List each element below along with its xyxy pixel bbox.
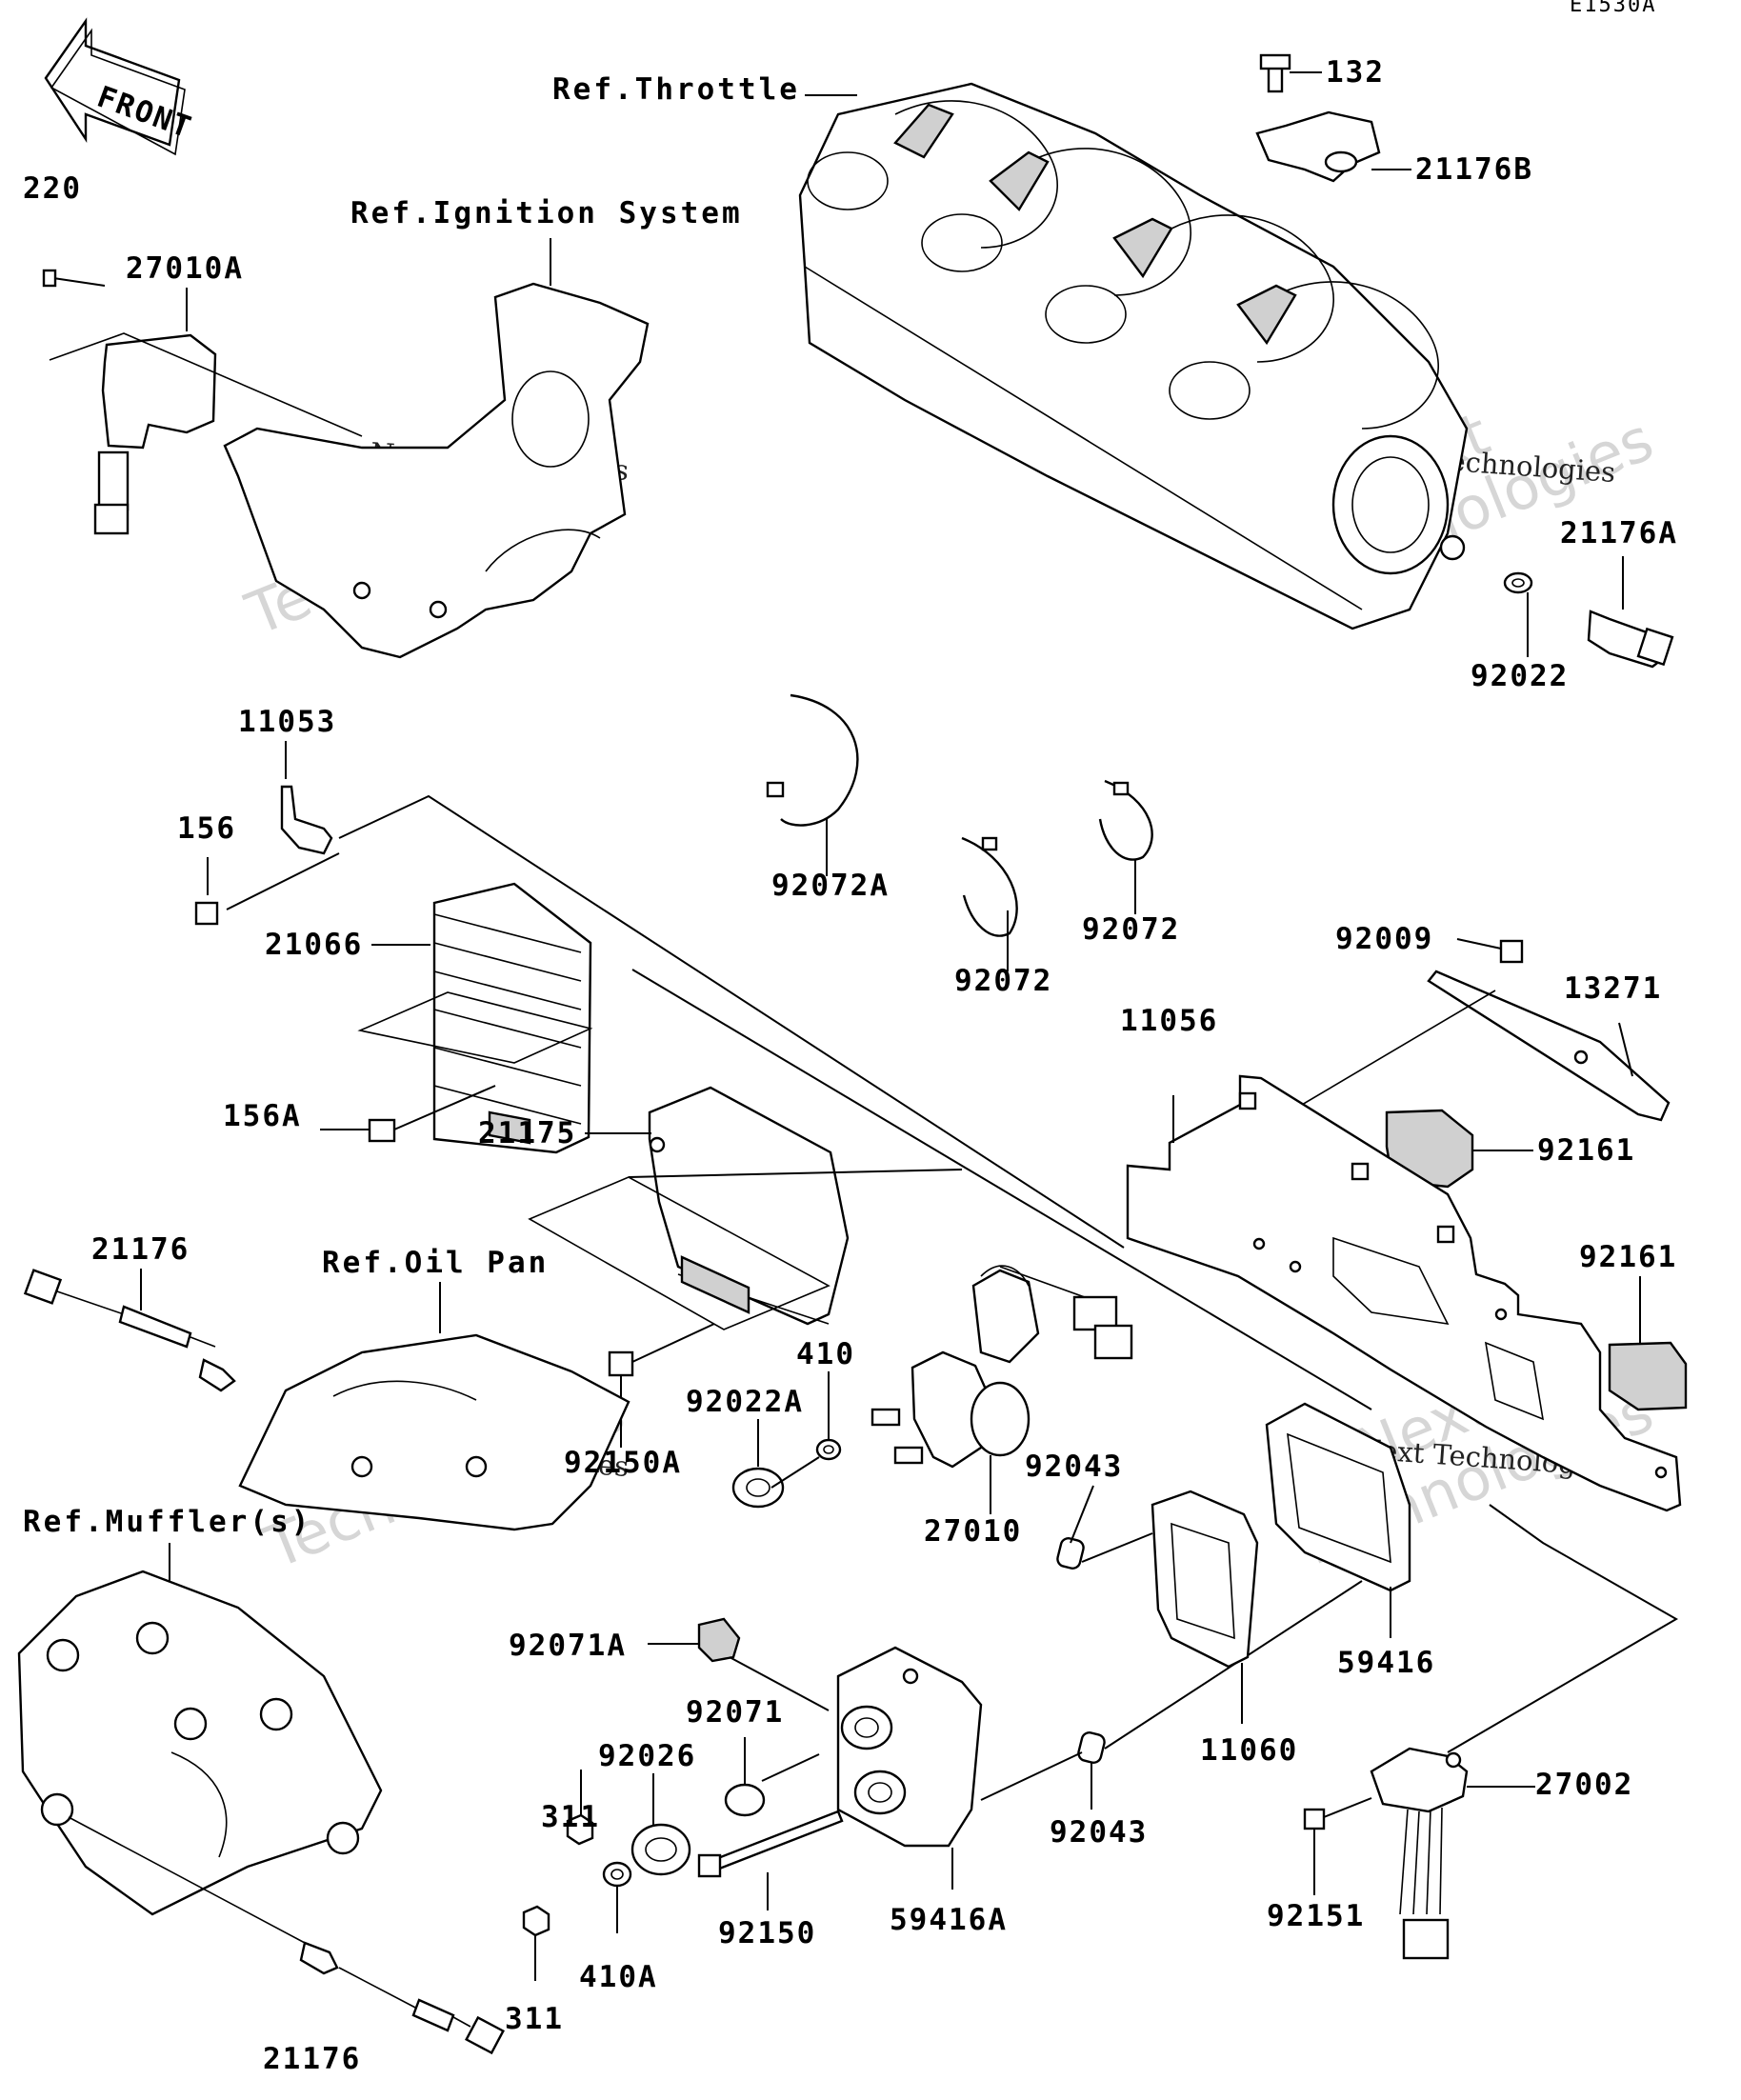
part-label: 92150 [718,1916,816,1950]
part-label: 92071 [686,1695,784,1730]
regulator-21066 [320,882,593,1154]
plate-13271 [1285,938,1671,1122]
part-label: 410 [796,1337,855,1371]
part-label: 156 [177,811,236,846]
part-label: 92043 [1025,1450,1123,1484]
part-label: 92043 [1050,1815,1148,1850]
washers-410-92022a [731,1371,842,1509]
part-labels: 220 27010A 132 21176B 21176A 92022 11053… [23,55,1678,2076]
part-label: 92072A [771,869,890,903]
front-arrow-icon: FRONT [44,17,197,156]
bracket-11053 [194,741,1125,1249]
sensor-21176a [1503,556,1674,669]
throttle-body-assembly [798,82,1469,630]
part-label: 11056 [1120,1004,1218,1038]
ref-ignition-label: Ref.Ignition System [350,196,743,230]
part-label: 92072 [1082,912,1180,947]
ref-throttle-label: Ref.Throttle [552,72,800,107]
relay-27010 [870,1265,1133,1514]
sensor-21176-upper [23,1269,236,1392]
cover-59416a [697,1646,983,1910]
pad-92161 [1385,1109,1688,1411]
part-label: 156A [223,1099,302,1133]
part-label: 21175 [478,1116,576,1150]
grommets-92071 [630,1617,830,1876]
cable-ties [766,693,1153,971]
part-label: 92026 [598,1739,696,1773]
part-label: 11053 [238,705,336,739]
part-label: 132 [1326,55,1385,90]
ref-muffler-label: Ref.Muffler(s) [23,1505,311,1539]
part-label: 27010A [126,251,244,286]
part-label: 92022A [686,1385,804,1419]
nuts-311-410a [522,1770,632,1981]
part-label: 410A [579,1960,658,1994]
sensor-21176b [1255,53,1411,183]
part-label: 21176 [91,1232,190,1267]
ecu-21175 [528,969,1372,1448]
part-label: 92161 [1537,1133,1635,1168]
ignition-bracket [223,238,650,659]
part-label: 92009 [1335,922,1433,956]
sensor-21176-lower [68,1816,505,2055]
muffler-part [17,1543,383,1916]
part-label: 27010 [924,1514,1022,1549]
part-label: 92022 [1471,659,1569,693]
part-label: 21176A [1560,516,1678,550]
part-label: 21176B [1415,152,1533,187]
part-label: 27002 [1535,1768,1633,1802]
cover-59416 [1265,1402,1411,1638]
part-label: 59416A [890,1903,1008,1937]
part-label: 220 [23,171,82,206]
unit-27002 [1303,1504,1678,1960]
part-label: 311 [505,2002,564,2036]
part-label: 311 [541,1800,600,1834]
part-label: 13271 [1564,971,1662,1006]
diagram-code: E1530A [1570,0,1656,17]
part-label: 21066 [265,928,363,962]
part-label: 92161 [1579,1240,1677,1274]
part-label: 21176 [263,2042,361,2076]
oil-pan [238,1282,630,1531]
part-label: 11060 [1200,1733,1298,1768]
part-label: 92150A [564,1446,682,1480]
bracket-11056 [1126,1074,1682,1512]
part-label: 92151 [1267,1899,1365,1933]
relay-27010a [42,269,363,535]
gasket-11060 [1151,1490,1259,1724]
part-label: 59416 [1337,1646,1435,1680]
ref-oil-pan-label: Ref.Oil Pan [322,1246,549,1280]
part-label: 92072 [954,964,1052,998]
part-label: 92071A [509,1629,627,1663]
